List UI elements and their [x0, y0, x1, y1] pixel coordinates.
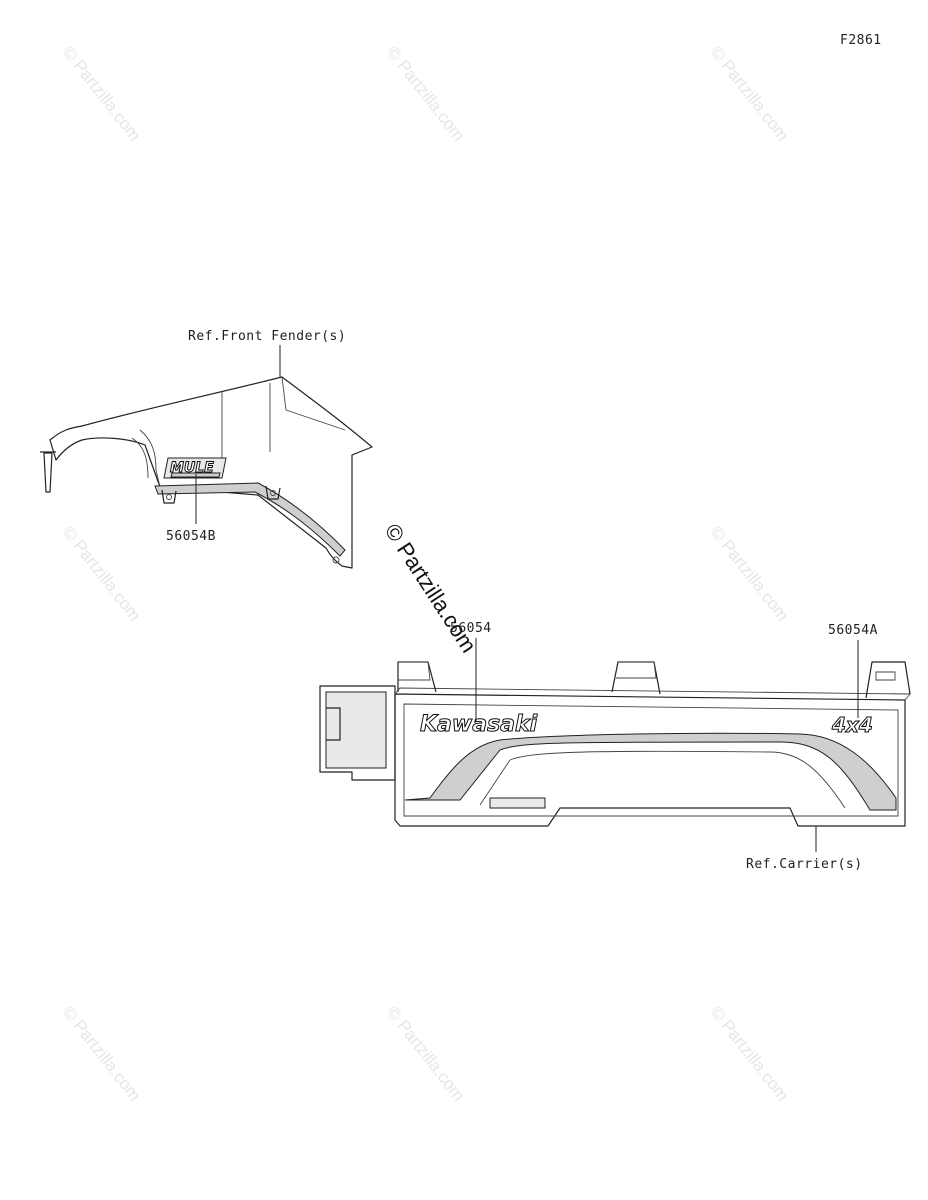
carrier-part: Kawasaki 4x4 — [319, 661, 911, 827]
four-by-four-decal-text: 4x4 — [831, 713, 873, 737]
watermark-bottom-center: © Partzilla.com — [383, 1003, 469, 1105]
watermark-bottom-right: © Partzilla.com — [707, 1003, 793, 1105]
watermark-mid-left: © Partzilla.com — [59, 523, 145, 625]
front-fender-ref-label: Ref.Front Fender(s) — [188, 329, 346, 344]
watermark-bottom-left: © Partzilla.com — [59, 1003, 145, 1105]
mule-decal-text: MULE — [170, 460, 214, 476]
kawasaki-decal-text: Kawasaki — [420, 712, 538, 737]
part-label-56054b: 56054B — [166, 529, 216, 544]
watermark-mid-right: © Partzilla.com — [707, 523, 793, 625]
part-label-56054: 56054 — [450, 621, 492, 636]
carrier-ref-label: Ref.Carrier(s) — [746, 857, 863, 872]
watermark-center: © Partzilla.com — [380, 519, 482, 657]
kawasaki-decal: Kawasaki — [420, 712, 539, 738]
watermark-top-right: © Partzilla.com — [707, 43, 793, 145]
four-by-four-decal: 4x4 — [831, 713, 874, 738]
part-label-56054a: 56054A — [828, 623, 878, 638]
mule-decal: MULE — [163, 457, 227, 479]
watermark-top-center: © Partzilla.com — [383, 43, 469, 145]
figure-code: F2861 — [840, 33, 882, 48]
watermark-top-left: © Partzilla.com — [59, 43, 145, 145]
